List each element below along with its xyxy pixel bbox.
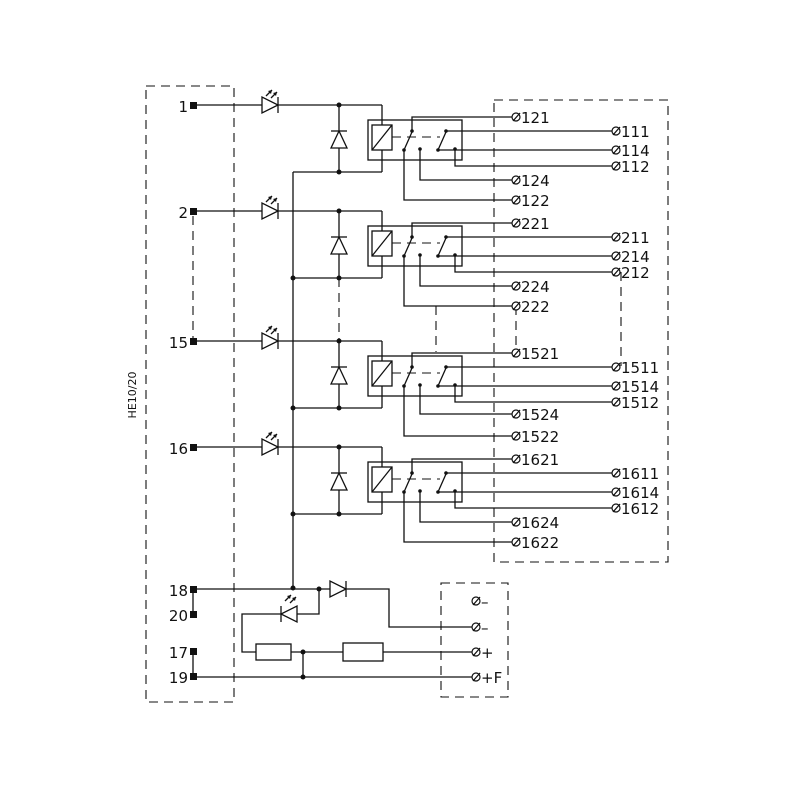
svg-text:20: 20 <box>169 607 188 625</box>
svg-text:1521: 1521 <box>521 345 559 363</box>
svg-text:112: 112 <box>621 158 650 176</box>
svg-text:121: 121 <box>521 109 550 127</box>
terminal-112: 112 <box>611 158 650 176</box>
svg-text:222: 222 <box>521 298 550 316</box>
svg-text:124: 124 <box>521 172 550 190</box>
input-pin-16: 16 <box>169 440 197 458</box>
supply-terminal-frame <box>440 582 509 698</box>
supply-terminal-plus-f: +F <box>471 669 502 687</box>
svg-text:212: 212 <box>621 264 650 282</box>
terminal-1524: 1524 <box>511 406 559 424</box>
supply-pin-19: 19 <box>169 669 197 687</box>
svg-text:122: 122 <box>521 192 550 210</box>
svg-text:1614: 1614 <box>621 484 659 502</box>
svg-text:–: – <box>481 619 489 637</box>
svg-text:1514: 1514 <box>621 378 659 396</box>
terminal-1522: 1522 <box>511 428 559 446</box>
svg-text:+: + <box>481 644 494 662</box>
svg-text:221: 221 <box>521 215 550 233</box>
supply-terminal-minus-1: – <box>471 593 489 611</box>
relay-channel-2 <box>197 195 612 307</box>
svg-text:1: 1 <box>178 98 188 116</box>
terminal-1521: 1521 <box>511 345 559 363</box>
terminal-1512: 1512 <box>611 394 659 412</box>
svg-text:17: 17 <box>169 644 188 662</box>
svg-text:224: 224 <box>521 278 550 296</box>
relay-channel-3 <box>197 325 612 437</box>
terminal-122: 122 <box>511 192 550 210</box>
terminal-224: 224 <box>511 278 550 296</box>
terminal-1621: 1621 <box>511 451 559 469</box>
supply-pin-20: 20 <box>169 607 197 625</box>
relay-channel-4 <box>197 431 612 543</box>
supply-pin-18: 18 <box>169 582 197 600</box>
terminal-1514: 1514 <box>611 378 659 396</box>
svg-text:114: 114 <box>621 142 650 160</box>
supply-pin-17: 17 <box>169 644 197 662</box>
supply-terminal-minus-2: – <box>471 619 489 637</box>
supply-terminal-plus: + <box>471 644 494 662</box>
svg-text:18: 18 <box>169 582 188 600</box>
module-label: HE10/20 <box>126 372 139 419</box>
terminal-214: 214 <box>611 248 650 266</box>
svg-text:–: – <box>481 593 489 611</box>
terminal-114: 114 <box>611 142 650 160</box>
svg-text:111: 111 <box>621 123 650 141</box>
svg-text:1612: 1612 <box>621 500 659 518</box>
svg-text:1621: 1621 <box>521 451 559 469</box>
terminal-124: 124 <box>511 172 550 190</box>
supply-circuit <box>197 579 472 680</box>
svg-text:211: 211 <box>621 229 650 247</box>
input-pin-15: 15 <box>169 334 197 352</box>
svg-text:1624: 1624 <box>521 514 559 532</box>
terminal-1622: 1622 <box>511 534 559 552</box>
svg-text:1522: 1522 <box>521 428 559 446</box>
svg-text:19: 19 <box>169 669 188 687</box>
terminal-111: 111 <box>611 123 650 141</box>
terminal-1611: 1611 <box>611 465 659 483</box>
input-pin-1: 1 <box>178 98 197 116</box>
svg-text:1611: 1611 <box>621 465 659 483</box>
terminal-1612: 1612 <box>611 500 659 518</box>
connector-frame <box>145 85 235 703</box>
svg-text:15: 15 <box>169 334 188 352</box>
terminal-121: 121 <box>511 109 550 127</box>
svg-text:1511: 1511 <box>621 359 659 377</box>
svg-text:+F: +F <box>481 669 502 687</box>
output-terminal-frame <box>493 99 669 563</box>
input-pin-2: 2 <box>178 204 197 222</box>
svg-text:2: 2 <box>178 204 188 222</box>
svg-text:16: 16 <box>169 440 188 458</box>
svg-text:1512: 1512 <box>621 394 659 412</box>
terminal-221: 221 <box>511 215 550 233</box>
terminal-212: 212 <box>611 264 650 282</box>
relay-channel-1 <box>197 89 612 201</box>
svg-text:1622: 1622 <box>521 534 559 552</box>
terminal-1614: 1614 <box>611 484 659 502</box>
terminal-1511: 1511 <box>611 359 659 377</box>
terminal-211: 211 <box>611 229 650 247</box>
terminal-1624: 1624 <box>511 514 559 532</box>
svg-text:1524: 1524 <box>521 406 559 424</box>
terminal-222: 222 <box>511 298 550 316</box>
svg-text:214: 214 <box>621 248 650 266</box>
